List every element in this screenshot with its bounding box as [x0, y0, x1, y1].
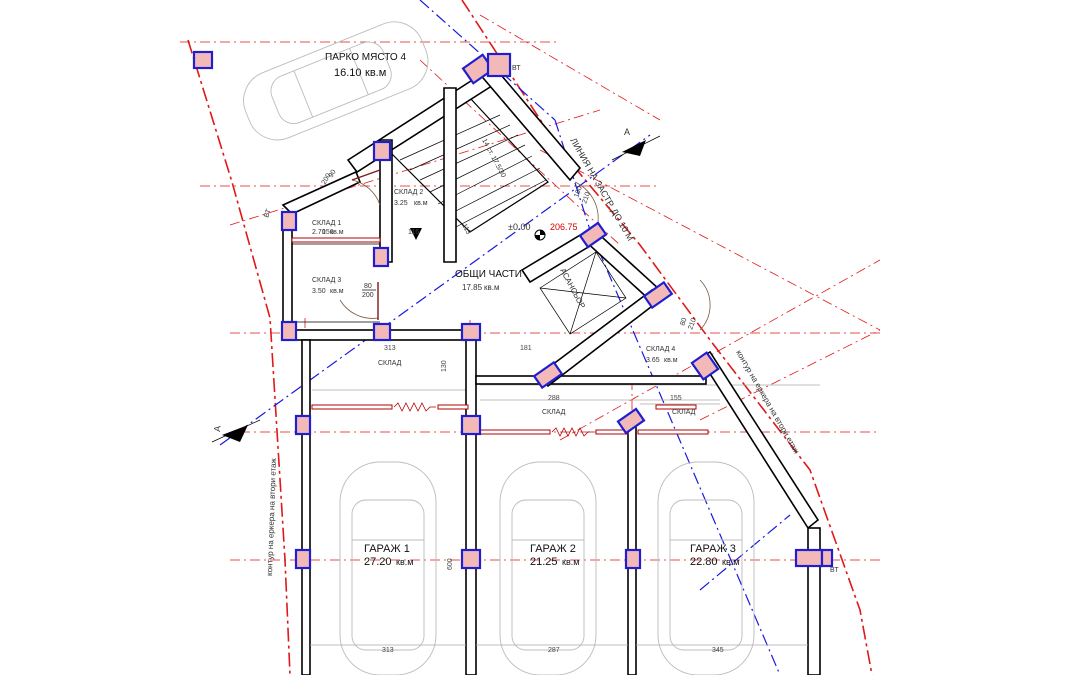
dim-181: 181 [520, 345, 532, 352]
storage4-unit: кв.м [664, 357, 678, 364]
stairs-label: 14 ст. 17.5/30 [480, 138, 506, 179]
garage3-name: ГАРАЖ 3 [690, 543, 736, 555]
garage3-unit: кв.м [722, 557, 739, 567]
car-parking4 [243, 21, 429, 141]
hatch [312, 384, 820, 405]
parking4-area: 16.10 [334, 67, 362, 79]
storage-mid: СКЛАД [542, 409, 566, 416]
car-garage1 [339, 461, 437, 675]
dim-156: 156 [322, 229, 334, 236]
storage-right: СКЛАД [672, 409, 696, 416]
garage1-name: ГАРАЖ 1 [364, 543, 410, 555]
dim-155: 155 [670, 395, 682, 402]
dim-345: 345 [712, 647, 724, 654]
garage2-area: 21.25 [530, 556, 558, 568]
dim-313b: 313 [382, 647, 394, 654]
level-marker [534, 229, 546, 241]
door3-h: 210 [581, 191, 592, 204]
dim-130: 130 [441, 360, 448, 372]
common-area: 17.85 [462, 283, 483, 292]
storage3-unit: кв.м [330, 288, 344, 295]
section-mark-left: А [212, 425, 222, 432]
level-zero: ±0.00 [508, 222, 530, 232]
storage4-name: СКЛАД 4 [646, 346, 675, 353]
storage2-area: 3.25 [394, 200, 408, 207]
door1-h: 200 [321, 172, 333, 186]
bay-contour-left: контур на еркера на втори етаж [265, 457, 278, 576]
door3-w: 100 [573, 185, 584, 198]
garage3-area: 22.80 [690, 556, 718, 568]
garage2-name: ГАРАЖ 2 [530, 543, 576, 555]
dim-116: 116 [408, 229, 419, 236]
storage1-area: 2.70 [312, 229, 326, 236]
garage1-unit: кв.м [396, 557, 413, 567]
parking4-unit: кв.м [365, 67, 386, 79]
door2-w: 80 [364, 283, 372, 290]
storage2-unit: кв.м [414, 200, 428, 207]
columns [192, 50, 834, 570]
section-marks [211, 135, 661, 443]
door1-w: 90 [328, 169, 338, 179]
door2-h: 200 [362, 292, 374, 299]
vt-top: ВТ [512, 65, 521, 72]
common-name: ОБЩИ ЧАСТИ [455, 269, 522, 280]
common-unit: кв.м [484, 283, 499, 292]
garage-doors [291, 237, 709, 437]
parking4-name: ПАРКО МЯСТО 4 [325, 52, 406, 63]
vt-right: ВТ [830, 567, 839, 574]
bay-contour-right: контур на еркера на втори етаж [734, 349, 801, 456]
storage4-area: 3.65 [646, 357, 660, 364]
elevator-name: АСАНСЬОР [558, 267, 587, 310]
dim-288: 288 [548, 395, 560, 402]
vt-left: ВТ [263, 208, 273, 219]
storage1-name: СКЛАД 1 [312, 220, 341, 227]
dim-313a: 313 [384, 345, 396, 352]
car-garage2 [499, 461, 597, 675]
door4-h: 210 [687, 317, 698, 330]
dim-113: 113 [460, 223, 471, 236]
garage1-area: 27.20 [364, 556, 392, 568]
garage2-unit: кв.м [562, 557, 579, 567]
storage3-area: 3.50 [312, 288, 326, 295]
storage-main: СКЛАД [378, 360, 402, 367]
section-mark-top: А [624, 127, 630, 137]
dim-287: 287 [548, 647, 560, 654]
storage3-name: СКЛАД 3 [312, 277, 341, 284]
storage2-name: СКЛАД 2 [394, 189, 423, 196]
door-swings [339, 169, 711, 331]
level-absolute: 206.75 [550, 222, 578, 232]
door4-w: 80 [679, 317, 688, 327]
storage1-unit: кв.м [330, 229, 344, 236]
car-garage3 [657, 461, 755, 675]
dim-600: 600 [447, 558, 454, 570]
